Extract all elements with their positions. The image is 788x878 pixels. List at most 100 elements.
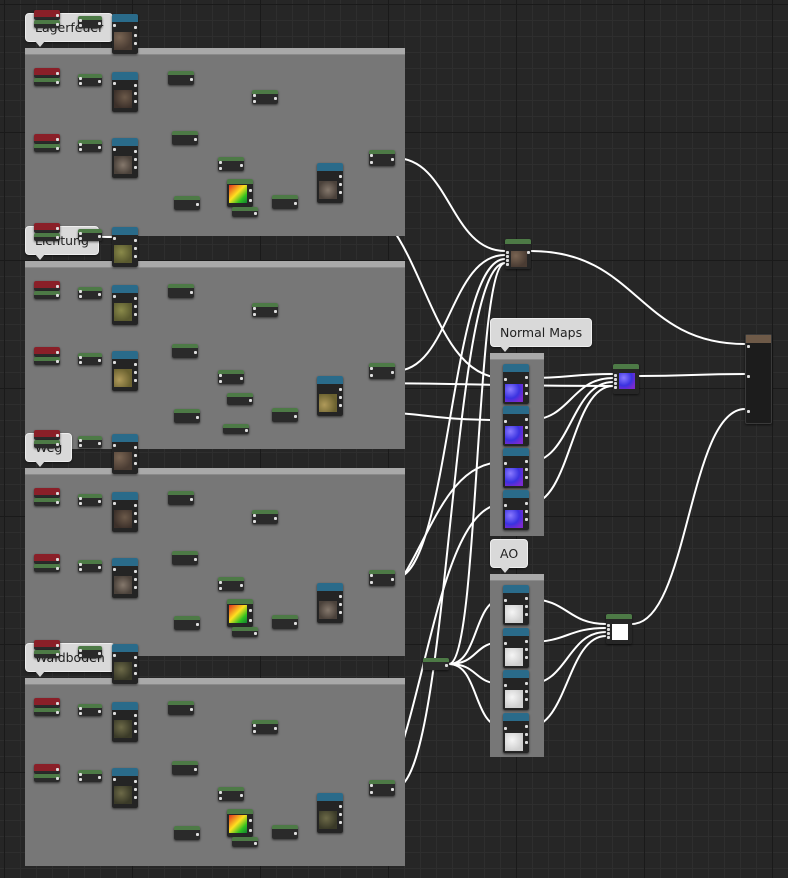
pin-connector[interactable] bbox=[525, 690, 528, 693]
height-lerp-node-waldboden-2[interactable] bbox=[218, 787, 244, 801]
pin-connector[interactable] bbox=[56, 777, 59, 780]
pin-connector[interactable] bbox=[249, 619, 252, 622]
pin-connector[interactable] bbox=[79, 237, 82, 240]
pin-connector[interactable] bbox=[134, 714, 137, 717]
pin-connector[interactable] bbox=[504, 642, 507, 645]
pin-connector[interactable] bbox=[79, 568, 82, 571]
pin-connector[interactable] bbox=[370, 154, 373, 157]
lerp-node-lichtung-c[interactable] bbox=[174, 409, 200, 423]
pin-connector[interactable] bbox=[614, 378, 617, 381]
pin-connector[interactable] bbox=[525, 741, 528, 744]
ao-texture-node-2[interactable] bbox=[503, 628, 529, 668]
pin-connector[interactable] bbox=[504, 420, 507, 423]
node-wire[interactable] bbox=[394, 262, 506, 789]
pin-connector[interactable] bbox=[134, 92, 137, 95]
texcoord-node-lagerfeuer-2[interactable] bbox=[34, 144, 60, 152]
pin-connector[interactable] bbox=[339, 183, 342, 186]
pin-connector[interactable] bbox=[339, 175, 342, 178]
pin-connector[interactable] bbox=[56, 768, 59, 771]
scalar-parameter-node-waldboden-1[interactable] bbox=[34, 698, 60, 708]
pin-connector[interactable] bbox=[245, 429, 248, 432]
color-ramp-node-waldboden[interactable] bbox=[227, 809, 253, 837]
ao-blend-node[interactable] bbox=[606, 614, 632, 644]
pin-connector[interactable] bbox=[525, 384, 528, 387]
pin-connector[interactable] bbox=[614, 382, 617, 385]
pin-connector[interactable] bbox=[370, 374, 373, 377]
texture-sample-node-weg-1[interactable] bbox=[112, 492, 138, 532]
pin-connector[interactable] bbox=[339, 191, 342, 194]
pin-connector[interactable] bbox=[525, 392, 528, 395]
lerp-node-weg-b[interactable] bbox=[172, 551, 198, 565]
pin-connector[interactable] bbox=[79, 290, 82, 293]
scalar-parameter-node-lagerfeuer-0[interactable] bbox=[34, 10, 60, 20]
pin-connector[interactable] bbox=[525, 502, 528, 505]
texcoord-node-lagerfeuer-0[interactable] bbox=[34, 20, 60, 28]
lerp-node-weg-c[interactable] bbox=[174, 616, 200, 630]
pin-connector[interactable] bbox=[134, 586, 137, 589]
node-wire[interactable] bbox=[638, 373, 746, 377]
pin-connector[interactable] bbox=[56, 285, 59, 288]
texture-sample-node-waldboden-2[interactable] bbox=[112, 768, 138, 808]
pin-connector[interactable] bbox=[113, 82, 116, 85]
pin-connector[interactable] bbox=[134, 26, 137, 29]
pin-connector[interactable] bbox=[506, 263, 509, 266]
texture-sample-node-waldboden-0[interactable] bbox=[112, 644, 138, 684]
pin-connector[interactable] bbox=[56, 81, 59, 84]
pin-connector[interactable] bbox=[614, 386, 617, 389]
pin-connector[interactable] bbox=[56, 443, 59, 446]
pin-connector[interactable] bbox=[56, 711, 59, 714]
texture-sample-node-lagerfeuer-0[interactable] bbox=[112, 14, 138, 54]
height-lerp-node-weg-2[interactable] bbox=[218, 577, 244, 591]
pin-connector[interactable] bbox=[134, 578, 137, 581]
pin-connector[interactable] bbox=[79, 82, 82, 85]
lerp-node-lagerfeuer-b[interactable] bbox=[172, 131, 198, 145]
scalar-parameter-node-weg-1[interactable] bbox=[34, 488, 60, 498]
pin-connector[interactable] bbox=[134, 239, 137, 242]
pin-connector[interactable] bbox=[370, 367, 373, 370]
multiply-node-lagerfeuer-0[interactable] bbox=[78, 16, 102, 28]
lerp-node-lagerfeuer-a[interactable] bbox=[168, 71, 194, 85]
pin-connector[interactable] bbox=[56, 23, 59, 26]
pin-connector[interactable] bbox=[607, 624, 610, 627]
pin-connector[interactable] bbox=[56, 501, 59, 504]
pin-connector[interactable] bbox=[525, 682, 528, 685]
pin-connector[interactable] bbox=[134, 84, 137, 87]
pin-connector[interactable] bbox=[56, 294, 59, 297]
pin-connector[interactable] bbox=[506, 255, 509, 258]
pin-connector[interactable] bbox=[253, 307, 256, 310]
pin-connector[interactable] bbox=[56, 360, 59, 363]
pin-connector[interactable] bbox=[79, 77, 82, 80]
pin-connector[interactable] bbox=[134, 313, 137, 316]
pin-connector[interactable] bbox=[134, 722, 137, 725]
pin-connector[interactable] bbox=[525, 605, 528, 608]
multiply-node-weg-2[interactable] bbox=[78, 560, 102, 572]
normal-map-texture-node-4[interactable] bbox=[503, 490, 529, 530]
pin-connector[interactable] bbox=[747, 345, 750, 348]
pin-connector[interactable] bbox=[98, 22, 101, 25]
material-result-node[interactable] bbox=[745, 334, 772, 424]
lerp-node-waldboden-b[interactable] bbox=[172, 761, 198, 775]
pin-connector[interactable] bbox=[274, 727, 277, 730]
pin-connector[interactable] bbox=[79, 19, 82, 22]
pin-connector[interactable] bbox=[504, 504, 507, 507]
multiply-node-lagerfeuer-1[interactable] bbox=[78, 74, 102, 86]
texcoord-node-lichtung-1[interactable] bbox=[34, 291, 60, 299]
pin-connector[interactable] bbox=[253, 730, 256, 733]
pin-connector[interactable] bbox=[253, 520, 256, 523]
pin-connector[interactable] bbox=[98, 80, 101, 83]
pin-connector[interactable] bbox=[134, 247, 137, 250]
pin-connector[interactable] bbox=[79, 649, 82, 652]
pin-connector[interactable] bbox=[196, 203, 199, 206]
pin-connector[interactable] bbox=[98, 442, 101, 445]
pin-connector[interactable] bbox=[506, 251, 509, 254]
pin-connector[interactable] bbox=[134, 255, 137, 258]
pin-connector[interactable] bbox=[253, 100, 256, 103]
pin-connector[interactable] bbox=[747, 375, 750, 378]
pin-connector[interactable] bbox=[219, 380, 222, 383]
pin-connector[interactable] bbox=[113, 778, 116, 781]
pin-connector[interactable] bbox=[98, 293, 101, 296]
pin-connector[interactable] bbox=[294, 622, 297, 625]
pin-connector[interactable] bbox=[391, 578, 394, 581]
pin-connector[interactable] bbox=[370, 581, 373, 584]
scalar-parameter-node-weg-2[interactable] bbox=[34, 554, 60, 564]
